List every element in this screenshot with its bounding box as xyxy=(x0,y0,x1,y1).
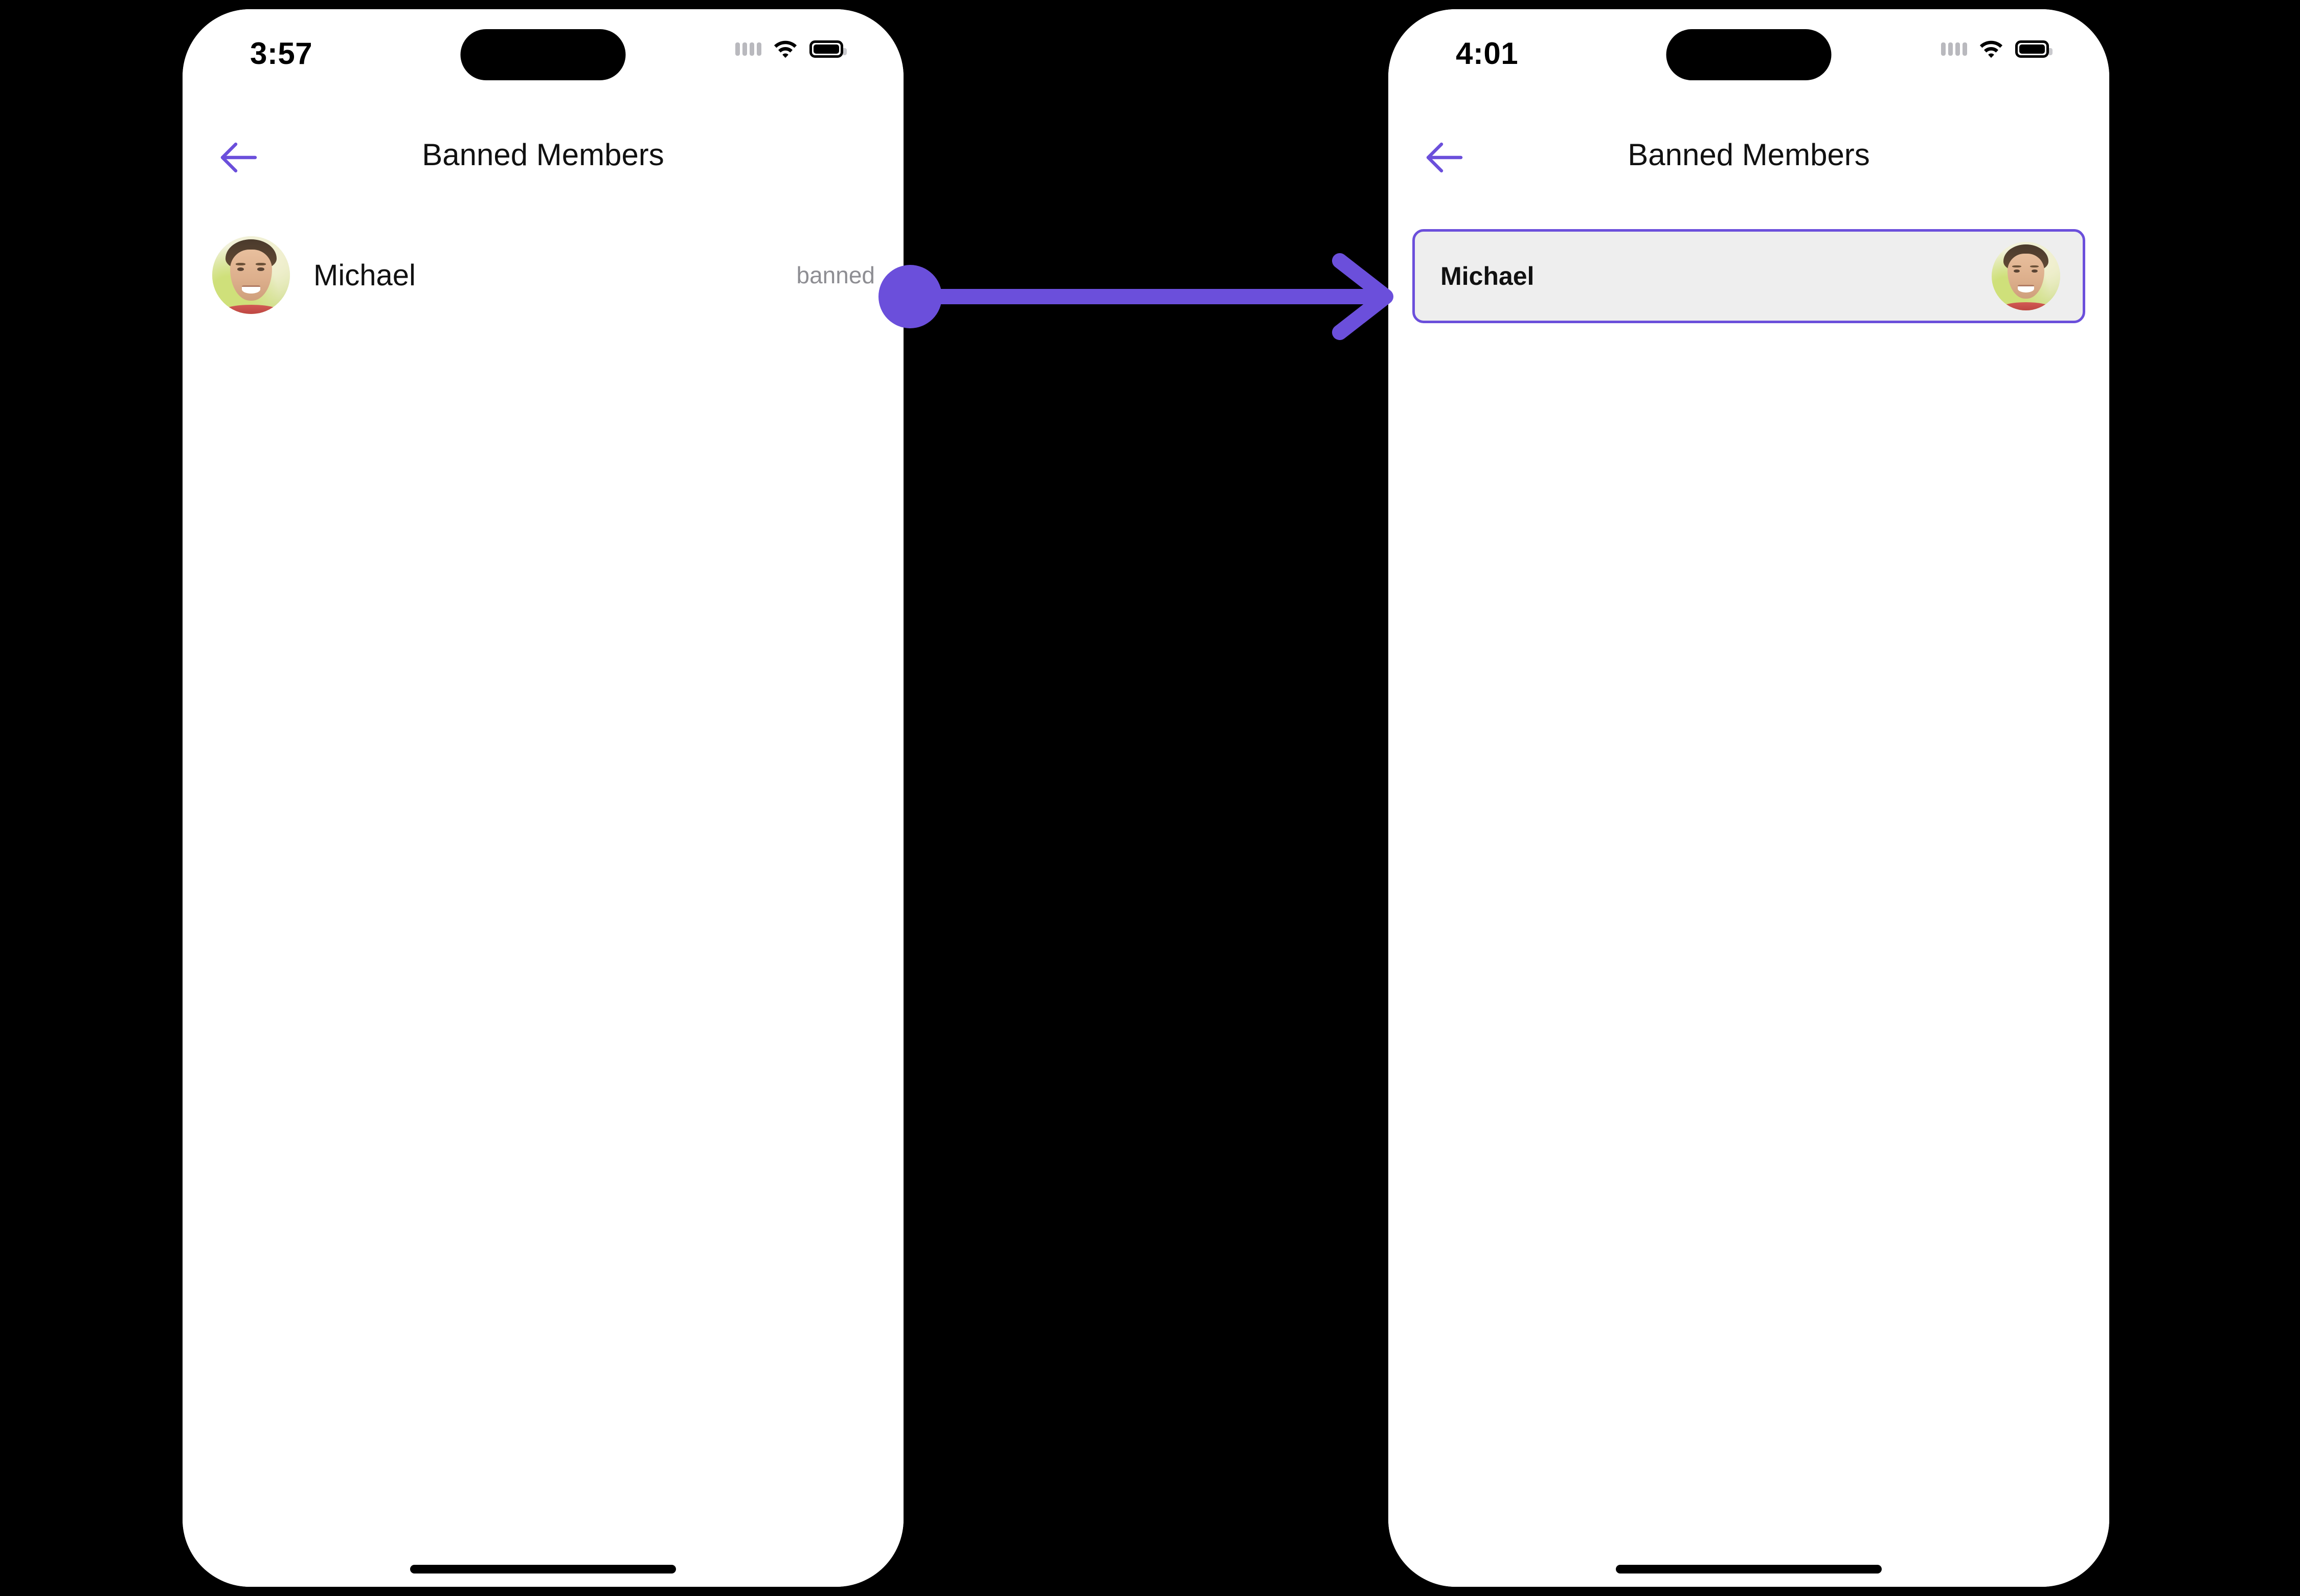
nav-bar-after: Banned Members xyxy=(1388,128,2109,188)
cellular-icon xyxy=(735,42,761,56)
phone-frame-after: 4:01 Banned Members xyxy=(1388,9,2109,1587)
battery-icon xyxy=(809,40,847,58)
status-bar-after: 4:01 xyxy=(1388,9,2109,86)
page-title: Banned Members xyxy=(1628,138,1870,172)
back-button[interactable] xyxy=(214,135,263,180)
status-badge: banned xyxy=(796,262,875,288)
back-button[interactable] xyxy=(1420,135,1469,180)
dynamic-island xyxy=(460,29,626,80)
battery-icon xyxy=(2015,40,2053,58)
wifi-icon xyxy=(1979,40,2003,58)
home-indicator xyxy=(1616,1565,1882,1573)
phone-frame-before: 3:57 Banned Members xyxy=(183,9,904,1587)
status-bar-before: 3:57 xyxy=(183,9,904,86)
member-name: Michael xyxy=(313,258,416,292)
arrow-left-icon xyxy=(220,142,257,173)
cellular-icon xyxy=(1941,42,1967,56)
screen-after: 4:01 Banned Members xyxy=(1388,9,2109,1587)
arrow-left-icon xyxy=(1426,142,1463,173)
status-icons xyxy=(735,34,847,64)
screen-before: 3:57 Banned Members xyxy=(183,9,904,1587)
arrow-head-icon xyxy=(1332,253,1393,340)
dynamic-island xyxy=(1666,29,1832,80)
member-card-highlighted[interactable]: Michael xyxy=(1412,229,2085,323)
avatar xyxy=(212,236,290,314)
home-indicator xyxy=(410,1565,676,1573)
member-name: Michael xyxy=(1440,262,1535,290)
page-title: Banned Members xyxy=(422,138,664,172)
wifi-icon xyxy=(774,40,797,58)
list-item[interactable]: Michael banned xyxy=(183,234,904,316)
status-icons xyxy=(1941,34,2053,64)
status-time: 3:57 xyxy=(250,36,313,71)
status-time: 4:01 xyxy=(1456,36,1519,71)
nav-bar-before: Banned Members xyxy=(183,128,904,188)
avatar xyxy=(1992,242,2060,310)
